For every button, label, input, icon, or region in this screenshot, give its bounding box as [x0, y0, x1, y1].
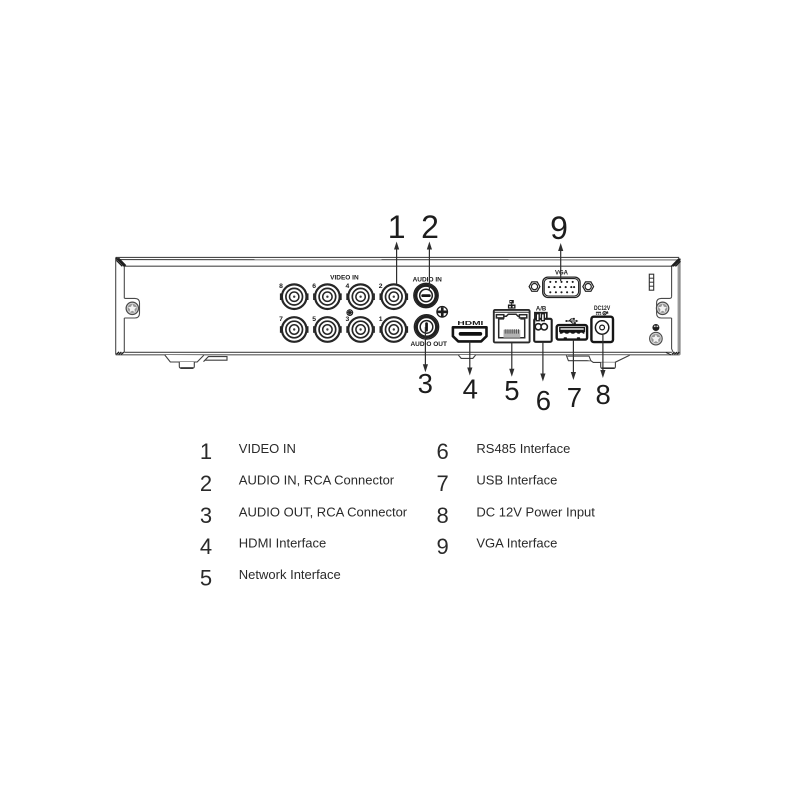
svg-text:Network Interface: Network Interface [239, 567, 341, 582]
svg-text:DC12V: DC12V [594, 306, 610, 312]
svg-text:7: 7 [279, 316, 283, 323]
svg-text:7: 7 [567, 382, 582, 413]
svg-text:6: 6 [536, 385, 551, 416]
svg-text:4: 4 [200, 534, 212, 559]
svg-text:VGA: VGA [555, 270, 569, 276]
svg-text:5: 5 [200, 565, 212, 590]
svg-text:8: 8 [596, 379, 611, 410]
svg-text:8: 8 [279, 283, 283, 290]
svg-text:VIDEO IN: VIDEO IN [330, 275, 359, 282]
svg-text:AUDIO OUT, RCA Connector: AUDIO OUT, RCA Connector [239, 505, 408, 520]
svg-text:3: 3 [200, 503, 212, 528]
svg-text:2: 2 [379, 283, 383, 290]
svg-text:3: 3 [346, 316, 350, 323]
svg-text:VGA Interface: VGA Interface [476, 536, 557, 551]
svg-text:5: 5 [504, 375, 519, 406]
svg-text:3: 3 [418, 368, 433, 399]
svg-text:A/B: A/B [536, 306, 547, 312]
svg-text:AUDIO IN, RCA Connector: AUDIO IN, RCA Connector [239, 473, 395, 488]
svg-text:DC 12V Power Input: DC 12V Power Input [476, 505, 595, 520]
svg-text:6: 6 [436, 439, 448, 464]
svg-text:9: 9 [436, 534, 448, 559]
svg-text:2: 2 [200, 471, 212, 496]
svg-text:VIDEO IN: VIDEO IN [239, 441, 296, 456]
svg-text:5: 5 [312, 316, 316, 323]
svg-text:AUDIO OUT: AUDIO OUT [410, 341, 447, 348]
svg-text:AUDIO IN: AUDIO IN [413, 276, 443, 283]
svg-text:USB Interface: USB Interface [476, 473, 557, 488]
svg-text:4: 4 [346, 283, 350, 290]
svg-text:HDMI Interface: HDMI Interface [239, 536, 326, 551]
svg-text:8: 8 [436, 503, 448, 528]
svg-text:1: 1 [379, 316, 383, 323]
svg-text:1: 1 [200, 439, 212, 464]
svg-text:7: 7 [436, 471, 448, 496]
svg-text:6: 6 [312, 283, 316, 290]
svg-text:9: 9 [550, 210, 568, 246]
svg-text:2: 2 [421, 209, 439, 245]
svg-text:RS485 Interface: RS485 Interface [476, 441, 570, 456]
svg-text:4: 4 [463, 374, 478, 405]
svg-text:HDMI: HDMI [457, 321, 484, 327]
svg-text:1: 1 [388, 209, 406, 245]
